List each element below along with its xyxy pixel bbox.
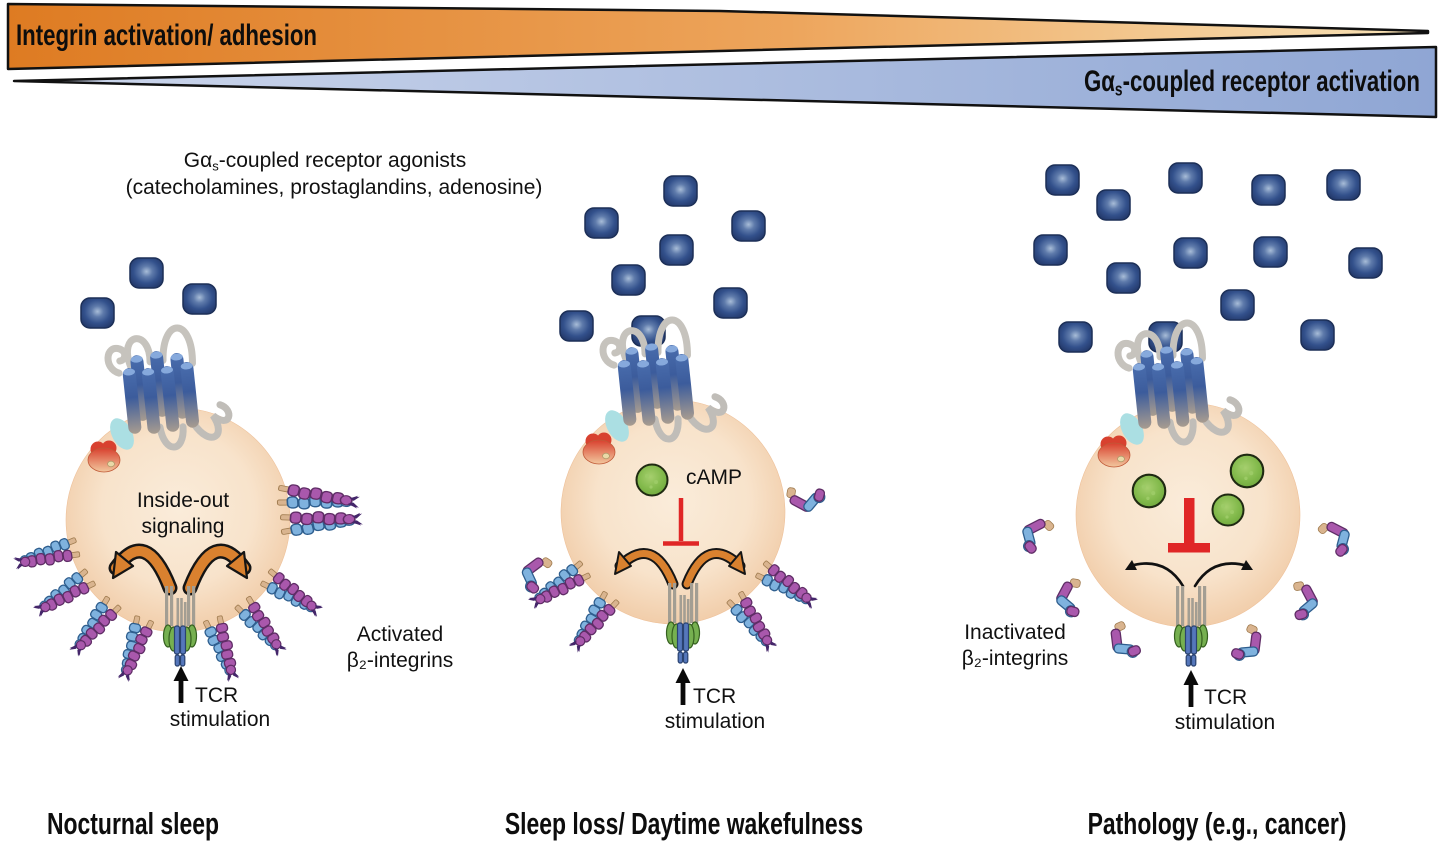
- agonist-molecule-icon: [129, 257, 164, 289]
- agonist-molecule-icon: [1045, 164, 1080, 196]
- camp-vesicle-icon: [635, 463, 669, 497]
- agonist-molecule-icon: [1106, 262, 1141, 294]
- inside-out-label-line2: signaling: [141, 515, 225, 538]
- agonist-molecule-icon: [1253, 236, 1288, 268]
- agonist-molecule-icon: [713, 287, 748, 319]
- agonist-molecule-icon: [1096, 189, 1131, 221]
- agonist-molecule-icon: [1251, 174, 1286, 206]
- agonist-molecule-icon: [182, 283, 217, 315]
- inside-out-label-line1: Inside-out: [136, 489, 230, 512]
- agonist-field: [559, 175, 766, 347]
- gas-banner-label: Gαs-coupled receptor activation: [1084, 65, 1420, 100]
- gas-banner-wedge: [12, 45, 1438, 119]
- tcr-stimulation-arrow-icon: [173, 666, 189, 703]
- inside-out-arrows-icon: [108, 543, 252, 596]
- panel-title-nocturnal-sleep: Nocturnal sleep: [46, 806, 220, 841]
- integrin-banner-label: Integrin activation/ adhesion: [16, 19, 317, 52]
- agonist-legend-line2: (catecholamines, prostaglandins, adenosi…: [125, 176, 543, 199]
- panel-sleep-loss: [515, 175, 830, 705]
- tcr-stimulation-arrow-icon: [675, 668, 691, 705]
- weak-inside-out-arrows-icon: [1125, 560, 1253, 588]
- agonist-molecule-icon: [559, 310, 594, 342]
- agonist-molecule-icon: [731, 210, 766, 242]
- activated-integrins-label-line1: Activated: [356, 623, 444, 646]
- inhibition-tbar-icon: [1168, 498, 1210, 553]
- tcr-label: TCR: [195, 684, 239, 707]
- agonist-molecule-icon: [663, 175, 698, 207]
- activated-integrins-label-line2: β₂-integrins: [346, 649, 454, 672]
- agonist-molecule-icon: [80, 297, 115, 329]
- agonist-field: [1033, 162, 1383, 353]
- agonist-field: [80, 257, 217, 329]
- camp-label: cAMP: [686, 466, 743, 489]
- stimulation-label: stimulation: [1174, 711, 1276, 734]
- panel-title-pathology: Pathology (e.g., cancer): [1087, 806, 1347, 841]
- integrin-banner-wedge: [6, 2, 1430, 71]
- stimulation-label: stimulation: [664, 710, 766, 733]
- tcr-label: TCR: [1204, 686, 1248, 709]
- agonist-molecule-icon: [1326, 169, 1361, 201]
- panel-nocturnal-sleep: [11, 257, 364, 703]
- agonist-molecule-icon: [611, 264, 646, 296]
- agonist-molecule-icon: [1348, 247, 1383, 279]
- inactivated-integrins-label-line1: Inactivated: [964, 621, 1066, 644]
- stimulation-label: stimulation: [169, 708, 271, 731]
- agonist-molecule-icon: [1300, 319, 1335, 351]
- inactivated-integrins-label-line2: β₂-integrins: [961, 647, 1069, 670]
- agonist-molecule-icon: [1058, 321, 1093, 353]
- tcr-stimulation-arrow-icon: [1183, 670, 1199, 707]
- agonist-legend-line1: Gαs-coupled receptor agonists: [183, 149, 467, 174]
- tcr-label: TCR: [693, 685, 737, 708]
- agonist-molecule-icon: [1173, 237, 1208, 269]
- agonist-molecule-icon: [1033, 234, 1068, 266]
- agonist-molecule-icon: [1168, 162, 1203, 194]
- inside-out-arrows-icon: [614, 548, 746, 590]
- panel-title-sleep-loss: Sleep loss/ Daytime wakefulness: [504, 806, 864, 841]
- panel-pathology: [1012, 162, 1383, 707]
- agonist-molecule-icon: [659, 234, 694, 266]
- agonist-molecule-icon: [1220, 289, 1255, 321]
- inhibition-tbar-icon: [663, 498, 699, 546]
- agonist-molecule-icon: [584, 207, 619, 239]
